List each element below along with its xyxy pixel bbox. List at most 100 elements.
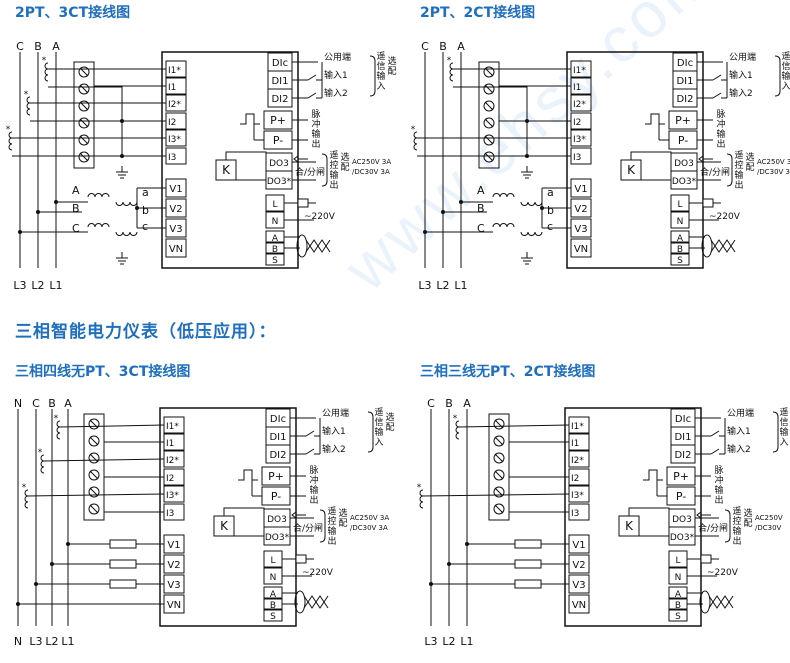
rating-label: /DC30V 3A: [352, 168, 390, 176]
do-side-label2: 配: [743, 518, 752, 529]
ct-coil-icon: [40, 454, 45, 474]
ct-polarity-mark: *: [38, 448, 43, 458]
supply-label: ~220V: [709, 212, 741, 222]
arrow-icon: [291, 511, 297, 519]
do-side-label: 控: [734, 159, 743, 171]
ct-polarity-mark: *: [24, 90, 29, 100]
do-side-label: 输: [329, 169, 338, 181]
brace-icon: [369, 55, 376, 97]
fuse-icon: [700, 554, 712, 564]
screw-slot: [484, 101, 494, 111]
current-terminal-label: I1: [168, 83, 176, 93]
ct-polarity-mark: *: [447, 56, 452, 66]
power-terminal-label: L: [272, 200, 277, 210]
voltage-terminal-label: V2: [574, 204, 587, 215]
phase-label: B: [48, 397, 56, 410]
twisted-pair-icon: [303, 595, 329, 609]
current-terminal-label: I2*: [166, 456, 179, 466]
line-label: L2: [45, 635, 58, 648]
phase-label: N: [14, 397, 22, 410]
phase-label: A: [64, 397, 72, 410]
screw-slot: [494, 470, 504, 480]
screw-slot: [494, 504, 504, 514]
rating-label: /DC30V 3A: [350, 524, 388, 532]
do-side-label: 输: [327, 525, 336, 537]
di-side-label: 信: [781, 60, 790, 72]
meter-box: [564, 407, 702, 627]
do-side-label2: 配: [338, 518, 347, 529]
pt-coil-icon: [492, 193, 515, 198]
brace-icon: [772, 411, 779, 453]
di-text: 公用端: [727, 407, 754, 419]
do-side-label: 控: [327, 515, 336, 527]
di-side-label: 入: [779, 437, 788, 448]
comm-terminal-label: A: [677, 234, 684, 244]
phase-label: C: [16, 40, 24, 53]
junction-dot: [16, 602, 20, 606]
meter-box: [566, 51, 704, 269]
relay-k-label: K: [220, 519, 229, 533]
do-side-label: 出: [734, 179, 743, 191]
pulse-terminal-label: P+: [270, 114, 286, 127]
do-text: 合/分闸: [698, 522, 728, 534]
screw-slot: [494, 436, 504, 446]
junction-dot: [525, 119, 529, 123]
ct-polarity-mark: *: [42, 56, 47, 66]
di-terminal-label: DIc: [675, 414, 691, 425]
power-terminal-label: L: [675, 556, 680, 566]
comm-terminal-label: S: [675, 612, 681, 622]
phase-label: A: [457, 40, 465, 53]
power-terminal-label: L: [270, 556, 275, 566]
current-terminal-label: I3: [571, 509, 579, 519]
pt-coil-icon: [115, 231, 138, 236]
switch-contact-icon: [710, 430, 720, 437]
diagram-title-3: 三相四线无PT、3CT接线图: [15, 364, 191, 380]
current-terminal-label: I3: [166, 509, 174, 519]
diagram-title-2: 2PT、2CT接线图: [420, 5, 536, 21]
comm-terminal-label: S: [677, 256, 683, 266]
current-terminal-label: I3*: [573, 135, 586, 145]
fuse-icon: [514, 579, 542, 589]
line-label: L3: [29, 635, 42, 648]
pt-label: C: [72, 222, 80, 235]
line-label: L3: [418, 279, 431, 292]
phase-label: B: [445, 397, 453, 410]
line-label: L2: [442, 635, 455, 648]
do-terminal-label: DO3: [267, 515, 287, 525]
fuse-icon: [109, 539, 137, 549]
ct-coil-icon: [8, 131, 13, 151]
fuse-icon: [109, 579, 137, 589]
pulse-side-label: 脉: [309, 464, 318, 476]
pulse-waveform-icon: [643, 469, 663, 481]
comm-terminal: [668, 608, 688, 622]
do-side-label: 遥: [732, 505, 741, 517]
shielded-cable-icon: [699, 590, 711, 614]
fuse-icon: [702, 198, 714, 208]
comm-terminal-label: B: [272, 245, 278, 255]
switch-contact-icon: [307, 92, 317, 99]
screw-slot: [89, 453, 99, 463]
di-terminal-label: DI2: [271, 94, 288, 105]
current-terminal-label: I2*: [571, 456, 584, 466]
do-terminal-label: DO3*: [672, 177, 697, 187]
current-terminal-label: I1: [573, 83, 581, 93]
pt-label: A: [72, 184, 80, 197]
supply-label: ~220V: [304, 212, 336, 222]
voltage-terminal: [568, 594, 590, 614]
junction-dot: [120, 119, 124, 123]
di-side-label: 入: [376, 81, 385, 92]
meter-box: [159, 407, 297, 627]
junction-dot: [465, 542, 469, 546]
do-terminal-label: DO3*: [267, 177, 292, 187]
pulse-terminal-label: P+: [268, 470, 284, 483]
do-side-label: 出: [732, 535, 741, 547]
switch-contact-icon: [307, 74, 317, 81]
di-terminal-label: DIc: [677, 58, 693, 69]
current-terminal-label: I2: [168, 118, 176, 128]
do-side-label: 遥: [327, 505, 336, 517]
pulse-terminal-label: P-: [678, 134, 688, 147]
do-side-label2: 选: [743, 507, 752, 519]
phase-label: B: [34, 40, 42, 53]
di-side-label: 输: [781, 70, 790, 82]
